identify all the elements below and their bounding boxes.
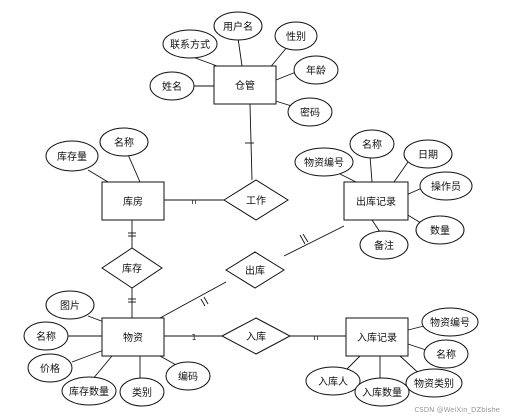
attribute-goods-price: 价格 (27, 353, 73, 383)
svg-text:联系方式: 联系方式 (170, 38, 210, 51)
attribute-out-name: 名称 (349, 129, 395, 159)
svg-text:库存量: 库存量 (57, 150, 87, 163)
attribute-in-inbound-person: 入库人 (305, 366, 361, 396)
attribute-out-quantity: 数量 (415, 215, 465, 245)
entity-warehouse-keeper: 仓管 (213, 65, 277, 105)
svg-text:图片: 图片 (60, 299, 80, 312)
svg-text:出库记录: 出库记录 (356, 195, 396, 208)
svg-text:物资: 物资 (123, 331, 143, 344)
attribute-goods-stock-qty: 库存数量 (61, 376, 117, 406)
entity-label: 仓管 (235, 79, 255, 92)
cardinality-goods-inbound: 1 (191, 333, 196, 342)
svg-text:数量: 数量 (430, 224, 450, 237)
svg-text:性别: 性别 (286, 30, 306, 43)
svg-text:入库人: 入库人 (318, 375, 348, 388)
entity-warehouse: 库房 (101, 181, 165, 221)
svg-text:物资类别: 物资类别 (414, 377, 454, 390)
attribute-out-date: 日期 (403, 139, 453, 169)
attribute-keeper-age: 年龄 (293, 55, 339, 85)
attribute-in-quantity: 入库数量 (354, 377, 410, 407)
attribute-out-note: 备注 (359, 230, 409, 260)
svg-text:物资编号: 物资编号 (430, 316, 470, 329)
svg-text:入库: 入库 (246, 330, 266, 343)
svg-text:工作: 工作 (246, 195, 266, 207)
cardinality-warehouse-work: n (191, 197, 196, 206)
relationship-outbound: 出库 (225, 251, 285, 289)
svg-text:库存数量: 库存数量 (69, 385, 109, 398)
svg-text:类别: 类别 (132, 386, 152, 399)
attribute-keeper-password: 密码 (287, 97, 333, 127)
svg-text:出库: 出库 (245, 264, 265, 277)
svg-text:名称: 名称 (436, 348, 456, 361)
svg-text:用户名: 用户名 (223, 20, 253, 33)
svg-text:名称: 名称 (36, 330, 56, 343)
attribute-warehouse-stock: 库存量 (45, 140, 99, 172)
entity-outbound-record: 出库记录 (343, 181, 409, 221)
svg-text:物资编号: 物资编号 (304, 156, 344, 169)
svg-text:编码: 编码 (178, 370, 198, 383)
relationship-work: 工作 (223, 179, 289, 221)
attribute-keeper-gender: 性别 (274, 21, 318, 51)
attribute-goods-code: 编码 (165, 361, 211, 391)
svg-text:年龄: 年龄 (306, 64, 326, 77)
attribute-keeper-contact: 联系方式 (162, 29, 218, 59)
svg-text:入库数量: 入库数量 (362, 386, 402, 399)
attribute-in-name: 名称 (423, 339, 469, 369)
cardinality-inbound-record: n (313, 333, 318, 342)
watermark: CSDN @WeiXin_DZbishe (414, 406, 500, 414)
entity-goods: 物资 (101, 317, 165, 357)
attribute-in-goods-code: 物资编号 (421, 307, 479, 337)
svg-text:姓名: 姓名 (162, 80, 182, 93)
svg-text:库房: 库房 (123, 195, 143, 208)
attribute-goods-name: 名称 (23, 321, 69, 351)
attribute-warehouse-name: 名称 (99, 127, 149, 157)
relationship-inbound: 入库 (220, 317, 292, 355)
svg-text:价格: 价格 (40, 362, 60, 375)
entity-inbound-record: 入库记录 (345, 317, 409, 357)
svg-text:名称: 名称 (362, 138, 382, 151)
attribute-in-goods-category: 物资类别 (405, 368, 463, 398)
svg-text:备注: 备注 (374, 239, 394, 252)
svg-text:库存: 库存 (122, 262, 142, 275)
attribute-out-operator: 操作员 (419, 171, 473, 201)
attribute-out-goods-code: 物资编号 (294, 147, 354, 177)
relationship-stock: 库存 (101, 247, 163, 289)
attribute-keeper-username: 用户名 (213, 11, 263, 41)
attribute-keeper-name: 姓名 (149, 71, 195, 101)
svg-text:名称: 名称 (114, 136, 134, 149)
svg-text:密码: 密码 (300, 106, 320, 119)
svg-text:操作员: 操作员 (431, 180, 461, 193)
attribute-goods-category: 类别 (119, 377, 165, 407)
svg-text:日期: 日期 (418, 149, 438, 161)
attribute-goods-image: 图片 (45, 290, 95, 320)
svg-text:入库记录: 入库记录 (357, 331, 397, 344)
